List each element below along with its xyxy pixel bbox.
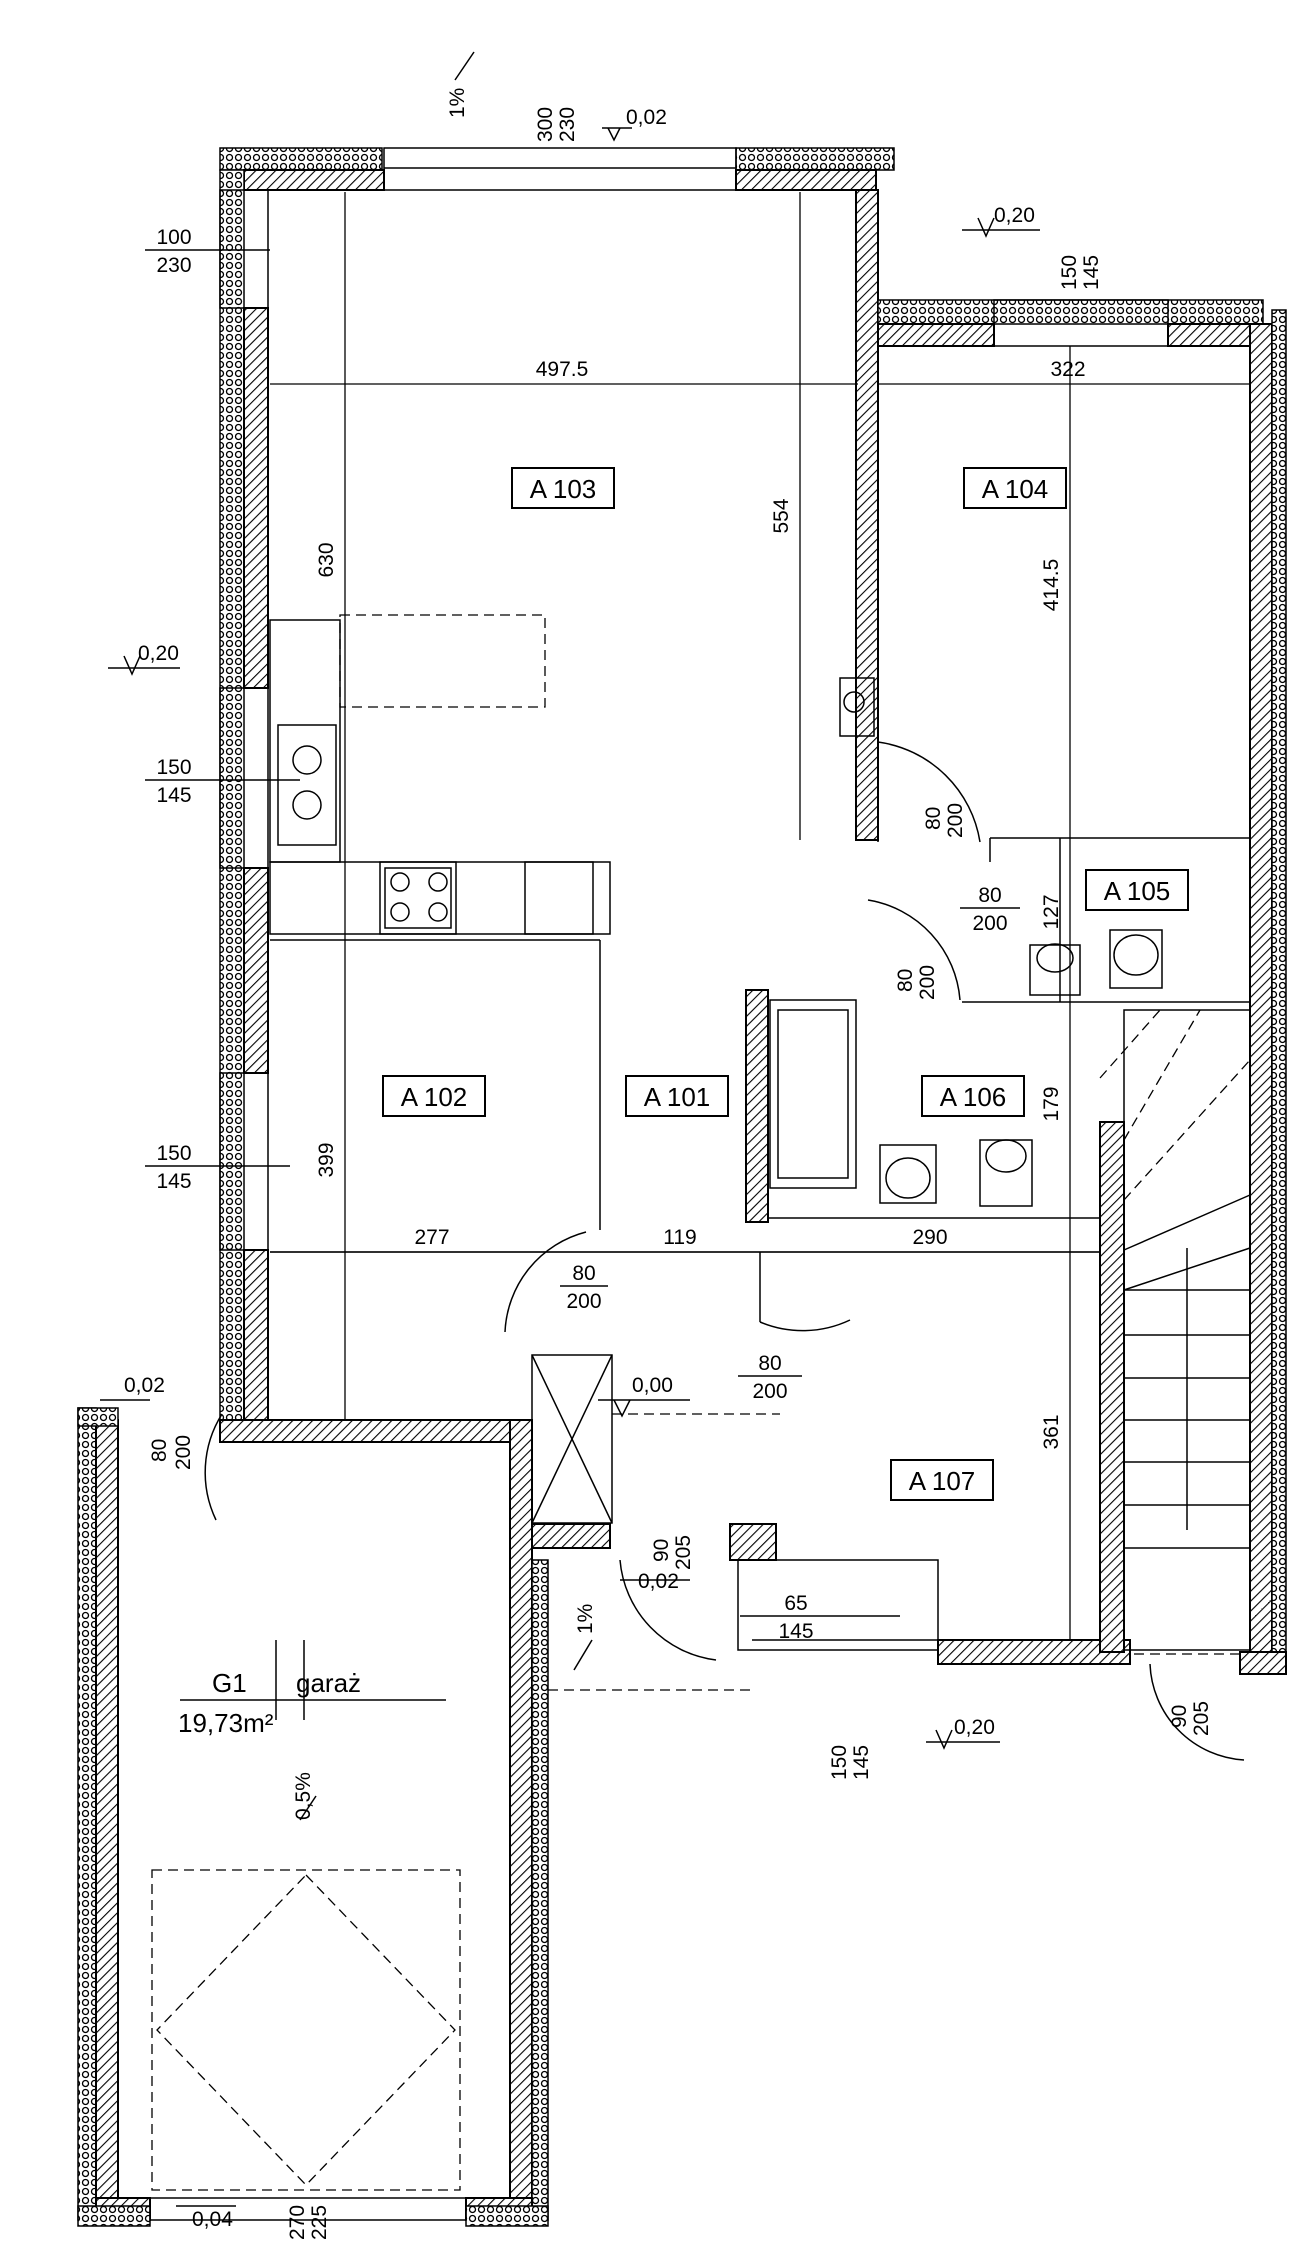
dim-a103-depth: 554 xyxy=(770,498,793,533)
level-zero: 0,00 xyxy=(632,1374,673,1397)
door-a102-height: 200 xyxy=(566,1290,601,1313)
a104-window-height: 145 xyxy=(1080,255,1103,290)
slope-top: 1% xyxy=(446,88,469,118)
dim-a106-depth: 179 xyxy=(1040,1086,1063,1121)
left-window-top-width: 100 xyxy=(156,226,191,249)
garage-name: garaż xyxy=(296,1668,361,1698)
door-a107-width: 80 xyxy=(758,1352,781,1375)
doors xyxy=(204,741,1245,1761)
level-a104-ext: 0,20 xyxy=(994,204,1035,227)
opening-labels: 300 230 150 145 100 230 150 145 150 145 … xyxy=(145,107,1213,2240)
dim-kitchen-depth: 630 xyxy=(315,542,338,577)
room-a107: A 107 xyxy=(909,1466,976,1496)
door-a106-height: 200 xyxy=(916,965,939,1000)
kitchen-fixtures xyxy=(277,677,875,929)
door-a105-width: 80 xyxy=(978,884,1001,907)
rear-door-width: 90 xyxy=(1168,1705,1191,1728)
garage-gate-height: 225 xyxy=(308,2205,331,2240)
dim-corridor-width: 119 xyxy=(663,1226,696,1249)
dim-a102-depth: 399 xyxy=(315,1142,338,1177)
dimension-lines xyxy=(270,192,1250,1640)
entrance-width: 90 xyxy=(650,1539,673,1562)
level-garage-gate: 0,04 xyxy=(192,2208,233,2231)
left-window-top-height: 230 xyxy=(156,254,191,277)
dim-a102-width: 277 xyxy=(414,1226,449,1249)
level-garage-top: 0,02 xyxy=(124,1374,165,1397)
door-a107-height: 200 xyxy=(752,1380,787,1403)
door-garage-height: 200 xyxy=(172,1435,195,1470)
dimension-texts: 497.5 322 554 414.5 630 399 277 119 290 … xyxy=(315,358,1086,1450)
door-a105-height: 200 xyxy=(972,912,1007,935)
door-a106-width: 80 xyxy=(894,969,917,992)
door-garage-width: 80 xyxy=(148,1439,171,1462)
left-window-low-width: 150 xyxy=(156,1142,191,1165)
room-a104: A 104 xyxy=(982,474,1049,504)
a107-window-height: 145 xyxy=(850,1745,873,1780)
room-a106: A 106 xyxy=(940,1082,1007,1112)
bathroom-fixtures xyxy=(769,929,1163,1207)
hall-window-width: 65 xyxy=(784,1592,807,1615)
level-marks: 0,02 0,20 0,20 0,02 0,00 0,02 0,20 0,04 xyxy=(100,106,1040,2231)
dim-a107-depth: 361 xyxy=(1040,1414,1063,1449)
room-a102: A 102 xyxy=(401,1082,468,1112)
door-a104-height: 200 xyxy=(944,803,967,838)
dim-a104-depth: 414.5 xyxy=(1040,559,1063,612)
dim-a104-width: 322 xyxy=(1050,358,1085,381)
garage-area: 19,73m² xyxy=(178,1708,274,1738)
top-window-height: 230 xyxy=(556,107,579,142)
slope-garage: 0,5% xyxy=(292,1772,315,1820)
staircase xyxy=(1099,1009,1251,1651)
room-labels: A 103 A 104 A 105 A 102 A 101 A 106 A 10… xyxy=(178,467,1189,1738)
hall-window-height: 145 xyxy=(778,1620,813,1643)
level-left-ext: 0,20 xyxy=(138,642,179,665)
entrance-area xyxy=(531,1354,1244,1691)
door-a104-width: 80 xyxy=(922,807,945,830)
dim-a105-depth: 127 xyxy=(1040,894,1063,929)
a107-window-width: 150 xyxy=(828,1745,851,1780)
rear-door-height: 205 xyxy=(1190,1701,1213,1736)
slope-marks: 1% 1% 0,5% xyxy=(292,51,597,1821)
a104-window-width: 150 xyxy=(1058,255,1081,290)
house-walls xyxy=(219,147,1287,1675)
left-window-mid-height: 145 xyxy=(156,784,191,807)
room-a101: A 101 xyxy=(644,1082,711,1112)
garage-id: G1 xyxy=(212,1668,247,1698)
level-rear: 0,20 xyxy=(954,1716,995,1739)
dim-a106-width: 290 xyxy=(912,1226,947,1249)
room-a103: A 103 xyxy=(530,474,597,504)
garage-walls xyxy=(77,1407,549,2227)
left-window-mid-width: 150 xyxy=(156,756,191,779)
entrance-height: 205 xyxy=(672,1535,695,1570)
top-window-width: 300 xyxy=(534,107,557,142)
dim-a103-width: 497.5 xyxy=(536,358,589,381)
room-a105: A 105 xyxy=(1104,876,1171,906)
level-entrance: 0,02 xyxy=(638,1570,679,1593)
garage-gate-width: 270 xyxy=(286,2205,309,2240)
left-window-low-height: 145 xyxy=(156,1170,191,1193)
door-a102-width: 80 xyxy=(572,1262,595,1285)
slope-entrance: 1% xyxy=(574,1604,597,1634)
level-top: 0,02 xyxy=(626,106,667,129)
